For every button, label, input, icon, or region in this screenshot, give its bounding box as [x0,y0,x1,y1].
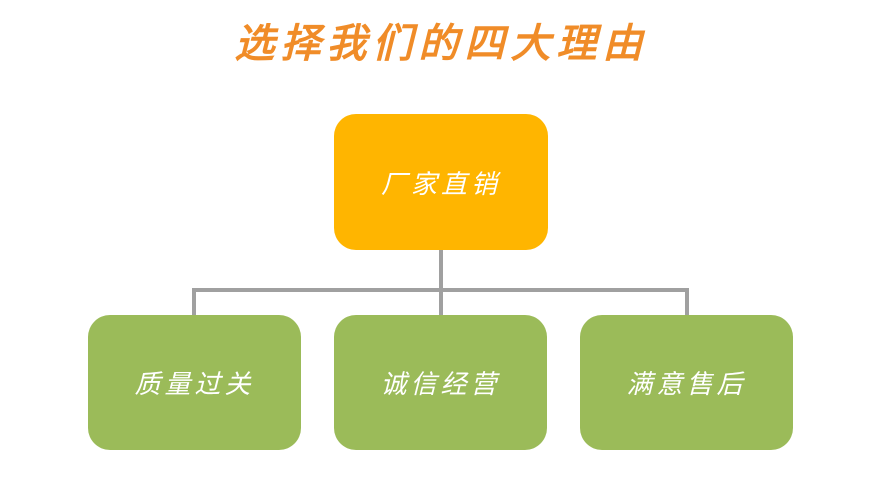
child-label: 诚信经营 [380,370,501,400]
root-label: 厂家直销 [380,169,501,200]
child-box-integrity: 诚信经营 [334,315,547,450]
child-label: 满意售后 [626,370,747,400]
child-label: 质量过关 [134,370,255,400]
child-box-service: 满意售后 [580,315,793,450]
diagram-title: 选择我们的四大理由 [234,21,649,67]
root-box: 厂家直销 [334,114,548,250]
child-box-quality: 质量过关 [88,315,301,450]
